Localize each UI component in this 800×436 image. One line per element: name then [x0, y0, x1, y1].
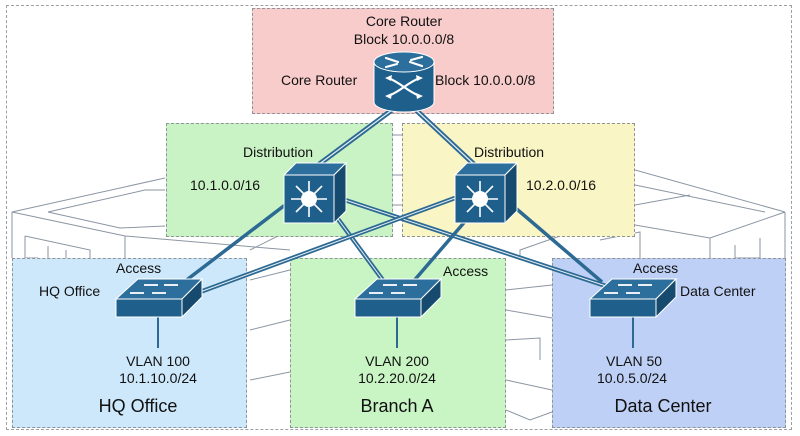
- access-branch-vlan: VLAN 200: [365, 353, 429, 369]
- switch-icon[interactable]: [588, 277, 678, 319]
- diagram-frame: [6, 5, 792, 430]
- access-hq-side-label: HQ Office: [39, 283, 101, 299]
- distribution-1-label: Distribution: [243, 144, 314, 160]
- access-branch-subnet: 10.2.20.0/24: [358, 370, 436, 386]
- access-hq-vlan: VLAN 100: [126, 353, 190, 369]
- access-dc-side-label: Data Center: [680, 283, 756, 299]
- site-data-center: Data Center: [614, 396, 712, 416]
- core-block-heading: Block 10.0.0.0/8: [353, 31, 455, 47]
- distribution-2-subnet: 10.2.0.0/16: [526, 177, 597, 193]
- multilayer-switch-icon[interactable]: [282, 161, 348, 225]
- multilayer-switch-icon[interactable]: [453, 161, 519, 225]
- core-left-label: Core Router: [281, 72, 358, 88]
- switch-icon[interactable]: [114, 277, 204, 319]
- site-hq-office: HQ Office: [98, 396, 178, 416]
- access-hq-label: Access: [116, 260, 162, 276]
- router-icon[interactable]: [373, 51, 435, 113]
- access-dc-subnet: 10.0.5.0/24: [596, 370, 668, 386]
- distribution-2-label: Distribution: [474, 144, 545, 160]
- access-dc-label: Access: [633, 260, 679, 276]
- distribution-zone-2: [402, 123, 635, 237]
- access-hq-subnet: 10.1.10.0/24: [119, 370, 197, 386]
- switch-icon[interactable]: [353, 277, 443, 319]
- access-branch-label: Access: [443, 263, 489, 279]
- site-branch-a: Branch A: [360, 396, 434, 416]
- core-right-label: Block 10.0.0.0/8: [435, 72, 536, 88]
- access-dc-vlan: VLAN 50: [605, 353, 663, 369]
- distribution-1-subnet: 10.1.0.0/16: [190, 177, 261, 193]
- core-heading: Core Router: [365, 13, 443, 29]
